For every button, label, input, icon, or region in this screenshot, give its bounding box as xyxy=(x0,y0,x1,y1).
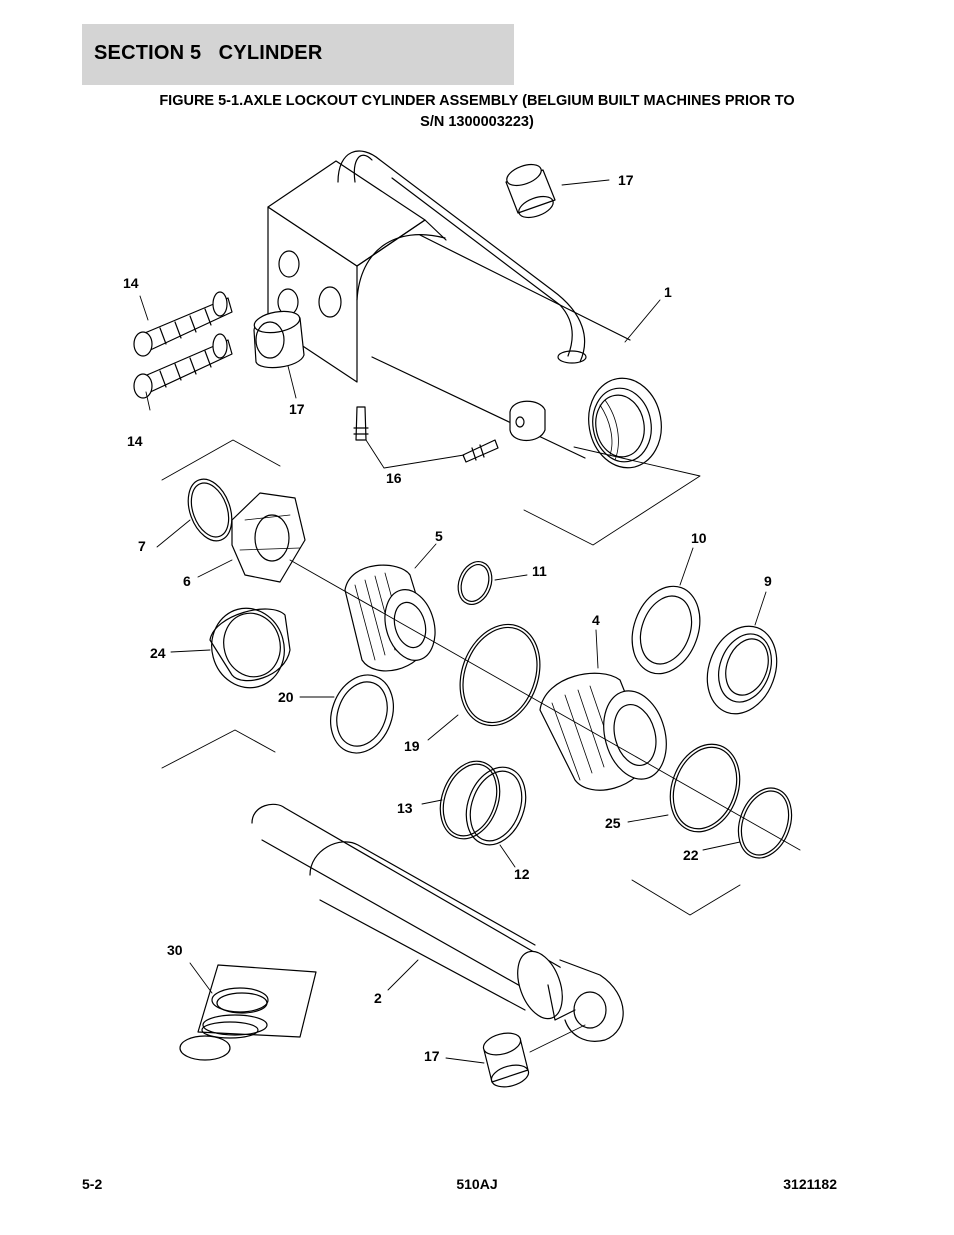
part-oring-11 xyxy=(457,561,493,605)
callout-12: 12 xyxy=(514,866,530,882)
footer-page-number: 5-2 xyxy=(82,1176,103,1192)
part-bushing-top xyxy=(505,163,556,219)
callout-30: 30 xyxy=(167,942,183,958)
callout-22: 22 xyxy=(683,847,699,863)
part-nut-6 xyxy=(231,492,306,583)
callout-17-top: 17 xyxy=(618,172,634,188)
callout-19: 19 xyxy=(404,738,420,754)
part-rod xyxy=(161,729,624,1042)
part-seal-kit xyxy=(179,964,317,1061)
part-barrel xyxy=(267,150,701,546)
callout-2: 2 xyxy=(374,990,382,1006)
figure-title-line-2: S/N 1300003223) xyxy=(420,114,534,130)
part-snap-ring-25 xyxy=(669,743,741,833)
part-wear-ring-9 xyxy=(706,625,778,715)
callout-14-bottom: 14 xyxy=(127,433,143,449)
part-bushing-bottom xyxy=(482,1032,530,1088)
part-valve-lower xyxy=(133,333,233,399)
callout-7: 7 xyxy=(138,538,146,554)
part-ring-13 xyxy=(439,760,501,840)
callout-5: 5 xyxy=(435,528,443,544)
footer-doc-number: 3121182 xyxy=(783,1176,837,1192)
callout-1: 1 xyxy=(664,284,672,300)
part-head-5 xyxy=(344,564,436,672)
part-ring-22 xyxy=(737,787,793,859)
figure-title: FIGURE 5-1.AXLE LOCKOUT CYLINDER ASSEMBL… xyxy=(80,91,874,133)
callout-4: 4 xyxy=(592,612,600,628)
leader-lines xyxy=(139,179,767,1064)
part-retaining-ring-7 xyxy=(187,478,233,542)
part-ring-12 xyxy=(465,766,527,846)
part-seal-20 xyxy=(330,674,394,754)
part-bushing-left xyxy=(253,310,305,369)
callout-14-top: 14 xyxy=(123,275,139,291)
callout-17-left: 17 xyxy=(289,401,305,417)
figure-title-line-1: FIGURE 5-1.AXLE LOCKOUT CYLINDER ASSEMBL… xyxy=(159,93,795,109)
footer-model: 510AJ xyxy=(456,1176,498,1192)
section-title: SECTION 5 CYLINDER xyxy=(94,42,323,64)
callout-24: 24 xyxy=(150,645,166,661)
part-bleeder xyxy=(353,406,499,463)
part-seal-10 xyxy=(631,585,701,675)
callout-9: 9 xyxy=(764,573,772,589)
callout-25: 25 xyxy=(605,815,621,831)
callout-16: 16 xyxy=(386,470,402,486)
callout-13: 13 xyxy=(397,800,413,816)
callout-11: 11 xyxy=(532,563,547,579)
part-valve-upper xyxy=(133,291,233,357)
part-oring-19 xyxy=(459,623,541,727)
callout-17-bottom: 17 xyxy=(424,1048,440,1064)
section-header: SECTION 5 CYLINDER xyxy=(82,24,514,85)
callout-20: 20 xyxy=(278,689,294,705)
part-ring-24 xyxy=(209,607,291,689)
callout-6: 6 xyxy=(183,573,191,589)
part-piston-4 xyxy=(539,672,667,791)
callout-10: 10 xyxy=(691,530,707,546)
